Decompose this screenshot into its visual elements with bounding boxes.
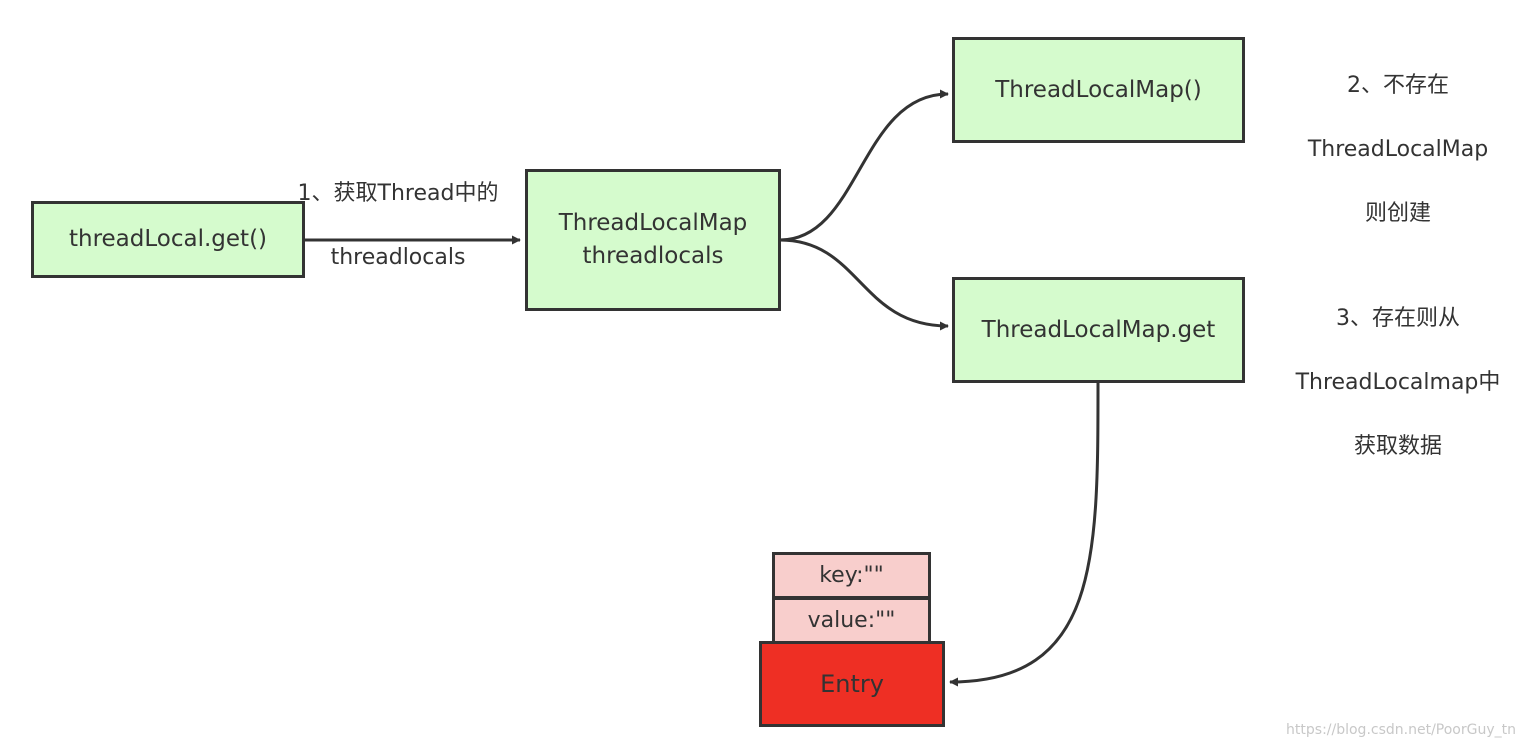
step2-label-line1: 2、不存在 [1347, 73, 1449, 98]
entry-value-label: value:"" [807, 608, 896, 633]
watermark: https://blog.csdn.net/PoorGuy_tn [1286, 722, 1516, 738]
step1-label: 1、获取Thread中的 threadlocals [270, 146, 526, 306]
node-threadlocalmap-field: ThreadLocalMap threadlocals [525, 169, 781, 311]
step3-label-line2: ThreadLocalmap中 [1295, 370, 1501, 395]
step2-label-line3: 则创建 [1364, 201, 1431, 226]
entry-node-label: Entry [820, 669, 884, 698]
step1-label-line1: 1、获取Thread中的 [297, 181, 499, 206]
entry-value-field: value:"" [772, 597, 931, 644]
node-threadlocalmap-field-line1: ThreadLocalMap [558, 210, 748, 236]
node-threadlocal-get: threadLocal.get() [31, 201, 305, 278]
node-threadlocalmap-field-line2: threadlocals [582, 243, 724, 269]
entry-key-field: key:"" [772, 552, 931, 599]
edge-map-to-create [779, 89, 949, 242]
step2-label-line2: ThreadLocalMap [1307, 137, 1489, 162]
step3-label-line1: 3、存在则从 [1336, 306, 1460, 331]
node-threadlocalmap-get: ThreadLocalMap.get [952, 277, 1245, 383]
step1-label-line2: threadlocals [330, 245, 466, 270]
step3-label: 3、存在则从 ThreadLocalmap中 获取数据 [1270, 271, 1524, 495]
node-threadlocalmap-get-label: ThreadLocalMap.get [981, 316, 1216, 343]
edge-map-to-get [779, 238, 949, 331]
entry-node: Entry [759, 641, 945, 727]
edge-get-to-entry [949, 381, 1100, 687]
step3-label-line3: 获取数据 [1353, 434, 1442, 459]
step2-label: 2、不存在 ThreadLocalMap 则创建 [1280, 38, 1516, 262]
node-threadlocal-get-label: threadLocal.get() [68, 226, 268, 252]
entry-key-label: key:"" [819, 563, 884, 588]
node-threadlocalmap-create-label: ThreadLocalMap() [995, 76, 1202, 103]
node-threadlocalmap-create: ThreadLocalMap() [952, 37, 1245, 143]
